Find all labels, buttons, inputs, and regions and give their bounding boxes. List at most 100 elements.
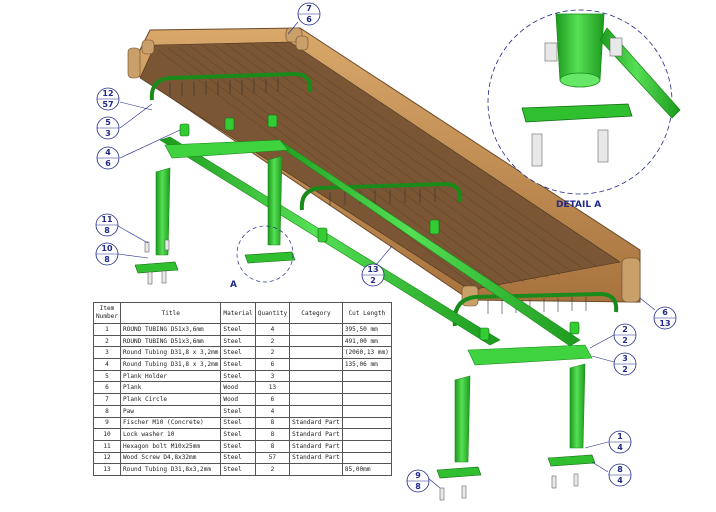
bom-cell-material: Steel <box>220 451 256 465</box>
paws <box>134 251 596 479</box>
bom-cell-quantity: 2 <box>254 463 291 476</box>
balloon-item-9: 9 8 <box>406 469 430 493</box>
svg-text:13: 13 <box>367 265 378 274</box>
bom-cell-title: ROUND TUBING D51x3,6mm <box>120 323 222 336</box>
svg-text:2: 2 <box>622 365 628 374</box>
bom-cell-category: Standard Part <box>289 416 343 430</box>
detail-a-callout <box>236 225 294 283</box>
balloon-item-12: 12 57 <box>96 87 120 111</box>
bom-cell-quantity: 13 <box>254 381 291 395</box>
bom-cell-item: 3 <box>92 346 122 360</box>
bom-cell-quantity: 4 <box>254 323 291 336</box>
frame-tubes <box>159 136 593 366</box>
bom-cell-cut-length <box>341 404 392 418</box>
bom-cell-item: 7 <box>92 393 122 406</box>
bom-cell-material: Steel <box>220 346 256 360</box>
bom-cell-item: 4 <box>92 358 122 371</box>
bom-cell-cut-length <box>341 369 392 383</box>
svg-text:7: 7 <box>306 4 312 13</box>
bom-cell-category <box>289 323 343 336</box>
bom-cell-material: Steel <box>220 323 256 336</box>
bom-cell-item: 2 <box>92 334 122 348</box>
bom-cell-material: Steel <box>220 358 256 371</box>
svg-text:8: 8 <box>104 255 110 264</box>
balloon-item-4: 4 6 <box>96 146 120 170</box>
bom-cell-item: 8 <box>92 404 122 418</box>
bom-cell-title: Plank <box>120 381 222 395</box>
svg-text:8: 8 <box>617 465 623 474</box>
svg-text:13: 13 <box>659 319 670 328</box>
bom-header-item: Item Number <box>92 302 122 324</box>
bom-header-row: Item Number Title Material Quantity Cate… <box>92 302 392 324</box>
bom-cell-item: 10 <box>92 428 122 441</box>
bom-cell-item: 11 <box>92 439 122 453</box>
svg-text:2: 2 <box>370 276 376 285</box>
leader-lines <box>117 21 656 489</box>
bench-top-planks <box>127 27 641 307</box>
bom-cell-cut-length: 395,50 mm <box>341 323 392 336</box>
bom-cell-cut-length: 135,06 mm <box>341 358 392 371</box>
detail-a-view <box>487 9 681 195</box>
bom-cell-category <box>289 404 343 418</box>
bom-cell-cut-length: 491,00 mm <box>341 334 392 348</box>
bom-cell-title: Lock washer 10 <box>120 428 222 441</box>
bom-cell-material: Wood <box>220 381 256 395</box>
svg-text:6: 6 <box>662 308 668 317</box>
svg-text:6: 6 <box>105 159 111 168</box>
bom-cell-quantity: 2 <box>254 346 291 360</box>
bom-cell-category <box>289 346 343 360</box>
bom-cell-cut-length: (2060,13 mm) <box>341 346 392 360</box>
svg-text:11: 11 <box>101 215 113 224</box>
bom-cell-category <box>289 358 343 371</box>
bom-cell-cut-length: 85,00mm <box>341 463 392 476</box>
bom-cell-category: Standard Part <box>289 439 343 453</box>
bom-cell-quantity: 3 <box>254 369 291 383</box>
svg-text:57: 57 <box>102 100 113 109</box>
svg-text:6: 6 <box>306 15 312 24</box>
bom-cell-category <box>289 381 343 395</box>
bom-cell-material: Wood <box>220 393 256 406</box>
bom-cell-title: ROUND TUBING D51x3,6mm <box>120 334 222 348</box>
balloon-item-5: 5 3 <box>96 116 120 140</box>
bom-cell-category <box>289 369 343 383</box>
bom-cell-item: 1 <box>92 323 122 336</box>
svg-text:3: 3 <box>622 354 628 363</box>
bom-cell-title: Fischer M10 (Concrete) <box>120 416 222 430</box>
bom-cell-title: Wood Screw D4,8x32mm <box>120 451 222 465</box>
bom-cell-item: 9 <box>92 416 122 430</box>
bom-cell-material: Steel <box>220 404 256 418</box>
bom-cell-category <box>289 463 343 476</box>
bom-cell-material: Steel <box>220 416 256 430</box>
bom-header-quantity: Quantity <box>254 302 291 324</box>
bom-cell-title: Round Tubing D31,8 x 3,2mm <box>120 358 222 371</box>
bom-cell-item: 13 <box>92 463 122 476</box>
bill-of-materials-table: Item Number Title Material Quantity Cate… <box>92 302 392 476</box>
detail-a-label: DETAIL A <box>556 200 601 210</box>
balloon-item-7: 7 6 <box>297 2 321 26</box>
svg-text:2: 2 <box>622 325 628 334</box>
svg-text:4: 4 <box>105 148 111 157</box>
bom-cell-title: Hexagon bolt M10x25mm <box>120 439 222 453</box>
legs <box>155 155 586 463</box>
bom-cell-quantity: 6 <box>254 358 291 371</box>
bom-cell-category <box>289 334 343 348</box>
bolts-and-anchors <box>144 239 579 501</box>
bom-cell-quantity: 6 <box>254 393 291 406</box>
bom-cell-material: Steel <box>220 439 256 453</box>
bom-cell-title: Plank Circle <box>120 393 222 406</box>
view-a-label: A <box>230 280 237 290</box>
bom-cell-category <box>289 393 343 406</box>
